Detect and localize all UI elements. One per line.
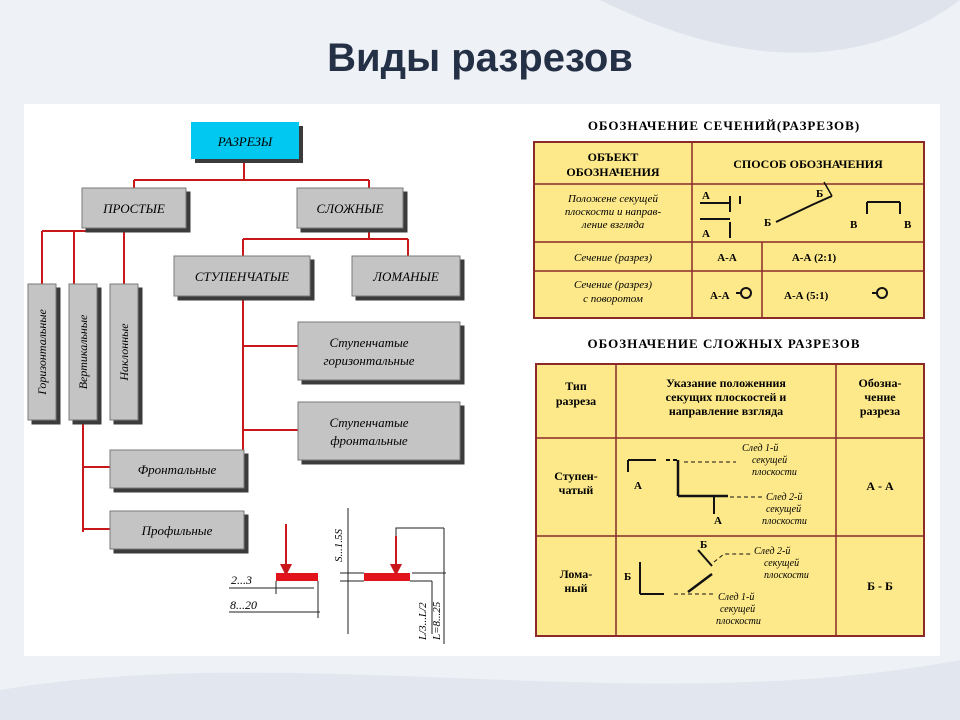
table2-head-indication-3: направление взгляда [669,404,783,418]
table2-row1-note2-1: След 2-й [766,492,802,503]
tree-node-stepped-frontal: Ступенчатые фронтальные [297,401,461,461]
table2-row2-letter-left: Б [624,571,631,583]
table2-row2-note2-3: плоскости [716,616,761,627]
table1-head-method: СПОСОБ ОБОЗНАЧЕНИЯ [733,157,883,171]
tree-node-inclined-label: Наклонные [117,323,131,382]
table2-head-indication-2: секущих плоскостей и [666,390,787,404]
table2-head-designation-2: чение [864,390,896,404]
tree-node-complex-label: СЛОЖНЫЕ [316,201,383,216]
tree-node-stepped-frontal-line2: фронтальные [330,433,408,448]
tree-node-inclined: Наклонные [109,283,139,421]
tree-node-vertical: Вертикальные [68,283,98,421]
table2-row2-leaders [674,553,752,595]
table1-row1-object-3: ление взгляда [581,219,645,231]
dimension-vert-s: S...1.5S [333,529,345,563]
table2-head-designation-3: разреза [860,404,900,418]
table1-row1-object-2: плоскости и направ- [565,206,662,218]
tree-root-node: РАЗРЕЗЫ [191,122,299,159]
table1-head-object-2: ОБОЗНАЧЕНИЯ [566,165,660,179]
slide-title: Виды разрезов [327,36,633,80]
rotation-sign-icon [736,287,752,299]
table1-row1-letter-b-left: Б [764,217,771,229]
table1-row2-a: А-А [717,252,737,264]
table1-row3-b: А-А (5:1) [784,290,829,302]
table2-title: ОБОЗНАЧЕНИЕ СЛОЖНЫХ РАЗРЕЗОВ [587,336,860,351]
tree-node-stepped-horizontal: Ступенчатые горизонтальные [297,321,461,381]
table2-row1-leaders [684,461,762,498]
table1-title: ОБОЗНАЧЕНИЕ СЕЧЕНИЙ(РАЗРЕЗОВ) [588,118,860,133]
table2-row2-note1-3: плоскости [764,570,809,581]
table2-head-type-2: разреза [556,394,596,408]
table1-row2-b: А-А (2:1) [792,252,837,264]
tree-node-frontal-label: Фронтальные [138,462,217,477]
table2 [535,363,925,637]
table1-row1-letter-v-right: В [904,219,912,231]
tree-node-horizontal-label: Горизонтальные [35,309,49,396]
table1-row3-a: А-А [710,290,730,302]
table2-row1-letter-bottom: А [714,515,722,527]
dimension-sketch-right [340,508,446,644]
tree-node-simple-label: ПРОСТЫЕ [102,201,165,216]
table2-row2-letter-top: Б [700,539,707,551]
table2-row1-designation: А - А [866,479,894,493]
table2-row1-type-1: Ступен- [554,469,597,483]
tree-node-complex: СЛОЖНЫЕ [296,187,404,229]
table2-row2-note2-1: След 1-й [718,592,754,603]
sections-figure: РАЗРЕЗЫ ПРОСТЫЕ СЛОЖНЫЕ Горизонтальные В… [24,104,940,656]
table1-row1-letter-a-bottom: А [702,228,710,240]
table2-row2-type-1: Лома- [560,567,593,581]
tree-node-broken: ЛОМАНЫЕ [351,255,461,297]
table1-row1-symbols [700,181,901,238]
tree-node-stepped-horizontal-line1: Ступенчатые [329,335,408,350]
table1-row2-object: Сечение (разрез) [574,252,652,264]
tree-node-broken-label: ЛОМАНЫЕ [372,269,439,284]
table2-row1-note1-3: плоскости [752,467,797,478]
table2-row2-note1-2: секущей [764,558,799,569]
tree-node-horizontal: Горизонтальные [27,283,57,421]
tree-node-profile-label: Профильные [141,523,213,538]
tree-node-stepped: СТУПЕНЧАТЫЕ [173,255,311,297]
table1-row3-object-2: с поворотом [583,293,643,305]
dimension-sketch-left [229,524,320,618]
table1-row1-letter-v-left: В [850,219,858,231]
table2-row1-note1-1: След 1-й [742,443,778,454]
table1-head-object-1: ОБЪЕКТ [588,150,639,164]
table2-row1-note2-3: плоскости [762,516,807,527]
tree-node-simple: ПРОСТЫЕ [81,187,187,229]
table2-head-indication-1: Указание положенния [666,376,786,390]
rotation-sign-icon [872,287,888,299]
table1-row1-letter-b-right: Б [816,188,823,200]
tree-node-stepped-horizontal-line2: горизонтальные [323,353,414,368]
tree-node-vertical-label: Вертикальные [76,314,90,389]
table2-row2-note1-1: След 2-й [754,546,790,557]
table2-row2-symbol [639,549,713,595]
tree-node-stepped-label: СТУПЕНЧАТЫЕ [195,269,289,284]
tree-node-stepped-frontal-line1: Ступенчатые [329,415,408,430]
table1-row1-object-1: Положене секущей [567,193,658,205]
table2-row1-symbol [627,459,728,514]
table2-row1-letter-left: А [634,480,642,492]
table2-row1-note2-2: секущей [766,504,801,515]
table2-row1-note1-2: секущей [752,455,787,466]
table2-row2-designation: Б - Б [867,579,893,593]
dimension-left-a: 2...3 [231,573,252,587]
table2-row2-note2-2: секущей [720,604,755,615]
table2-row1-type-2: чатый [559,483,594,497]
dimension-vert-l2: L=8...25 [431,601,443,641]
tree-root-label: РАЗРЕЗЫ [217,134,273,149]
table2-head-designation-1: Обозна- [859,376,902,390]
dimension-left-b: 8...20 [230,598,257,612]
table2-row2-type-2: ный [564,581,587,595]
table1-row1-letter-a-top: А [702,190,710,202]
tree-node-profile: Профильные [109,510,245,550]
table2-head-type-1: Тип [565,379,587,393]
dimension-vert-l: L/3...L/2 [417,602,429,641]
table1-row3-object-1: Сечение (разрез) [574,279,652,291]
tree-node-frontal: Фронтальные [109,449,245,489]
